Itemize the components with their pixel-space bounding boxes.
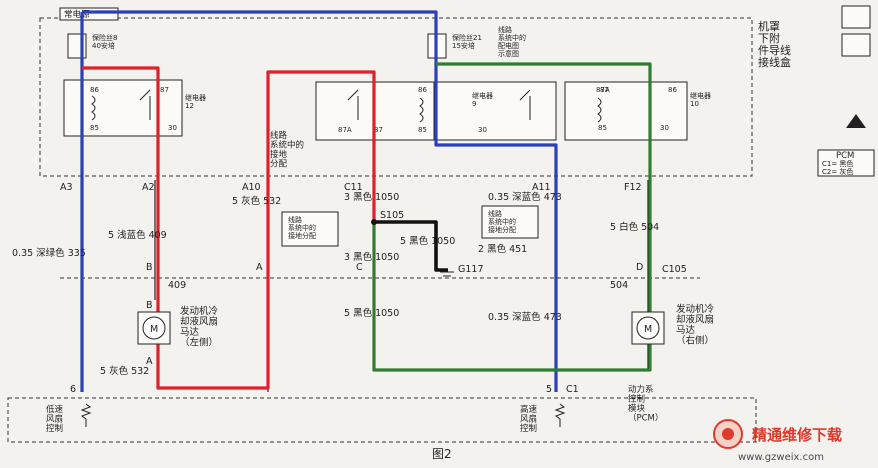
connector-pin: C1 [566, 384, 579, 395]
connector-pin: A [256, 262, 263, 273]
wire-label: 5 黑色 1050 [344, 307, 399, 319]
relay-pin: 87 [374, 126, 383, 134]
wire-label: 0.35 深蓝色 473 [488, 191, 562, 203]
wire-label: 5 灰色 532 [232, 195, 281, 207]
connector-pin: 5 [546, 384, 552, 395]
relay-pin: 85 [418, 126, 427, 134]
relay-pin: 86 [418, 86, 427, 94]
desc-symbol-icon [841, 33, 871, 57]
connector-pin: A11 [532, 182, 551, 193]
wire-label: 504 [610, 280, 628, 291]
connector-pin: C [356, 262, 363, 273]
fan-left-icon [142, 316, 166, 340]
s105-label: S105 [380, 210, 404, 221]
relay-pin: 30 [168, 124, 177, 132]
wire-label: 3 黑色 1050 [344, 251, 399, 263]
watermark-text: 精通维修下载 [752, 426, 842, 444]
wire-label: 5 灰色 532 [100, 365, 149, 377]
high-speed-label: 高速风扇控制 [520, 404, 538, 434]
figure-title: 图2 [432, 447, 452, 461]
connector-pin: B [146, 300, 153, 311]
relay-pin: 87 [160, 86, 169, 94]
relay-pin: 85 [598, 124, 607, 132]
ground-dist-right: 线路系统中的接地分配 [488, 209, 516, 234]
wire-label: 5 浅蓝色 409 [108, 229, 167, 241]
fan-right-icon [636, 316, 660, 340]
relay10-box [564, 81, 688, 141]
fan-right-label: 发动机冷却液风扇马达（右侧） [676, 303, 715, 347]
ground-dist-right-box [481, 205, 539, 239]
wire-label: 3 黑色 1050 [344, 191, 399, 203]
connector-pin: A [146, 356, 153, 367]
connector-pin: D [636, 262, 643, 273]
relay-pin: 85 [90, 124, 99, 132]
pcm-box [7, 397, 757, 443]
relay9b-box [433, 81, 557, 141]
relay-pin: 30 [478, 126, 487, 134]
connector-pin: C11 [344, 182, 363, 193]
watermark-url: www.gzweix.com [738, 452, 824, 463]
connector-pin: A3 [60, 182, 73, 193]
g117-label: G117 [458, 264, 484, 275]
relay-pin: 87A [596, 86, 610, 94]
hood-junction-label: 机罩下附件导线接线盒 [758, 19, 791, 69]
ground-dist-upper: 线路系统中的接地分配 [270, 130, 304, 170]
wire-label: 0.35 深绿色 335 [12, 247, 86, 259]
ground-g117-symbol [440, 271, 454, 277]
power-dist-ref: 线路系统中的配电图示意图 [498, 25, 526, 58]
ground-dist-left: 线路系统中的接地分配 [288, 215, 316, 240]
ground-dist-left-box [281, 211, 339, 247]
loc-symbol-icon [841, 5, 871, 29]
wire-label: 0.35 深蓝色 473 [488, 311, 562, 323]
constant-power-label: 常电源 [64, 9, 90, 20]
fan-left-label: 发动机冷却液风扇马达（左侧） [180, 305, 219, 349]
wire-label: 409 [168, 280, 186, 291]
connector-pin: B [146, 262, 153, 273]
relay12-box [63, 79, 183, 137]
relay-pin: 30 [660, 124, 669, 132]
wire-label: 2 黑色 451 [478, 243, 527, 255]
watermark: 精通维修下载 www.gzweix.com [713, 419, 842, 463]
connector-pin: A10 [242, 182, 261, 193]
wire-label: 5 白色 504 [610, 221, 659, 233]
relay-pin: 87A [338, 126, 352, 134]
relay-pin: 87 [600, 86, 609, 94]
connector-pin: F12 [624, 182, 642, 193]
fan-right-m: M [644, 324, 652, 335]
pcm-module-label: 动力系控制模块（PCM） [628, 384, 663, 424]
connector-pin: A2 [142, 182, 155, 193]
hood-junction-box [39, 17, 753, 177]
splice-s105 [371, 219, 377, 225]
pcm-legend [817, 149, 875, 177]
fan-left-m: M [150, 324, 158, 335]
wire-label: 5 黑色 1050 [400, 235, 455, 247]
low-speed-label: 低速风扇控制 [46, 404, 64, 434]
pcm-legend-c1: C1= 黑色 [822, 159, 853, 168]
pcm-legend-title: PCM [836, 151, 854, 161]
pcm-legend-c2: C2= 灰色 [822, 167, 853, 176]
warning-triangle-icon [846, 114, 866, 128]
c105-label: C105 [662, 264, 687, 275]
relay-pin: 86 [90, 86, 99, 94]
relay-pin: 86 [668, 86, 677, 94]
connector-pin: 6 [70, 384, 76, 395]
